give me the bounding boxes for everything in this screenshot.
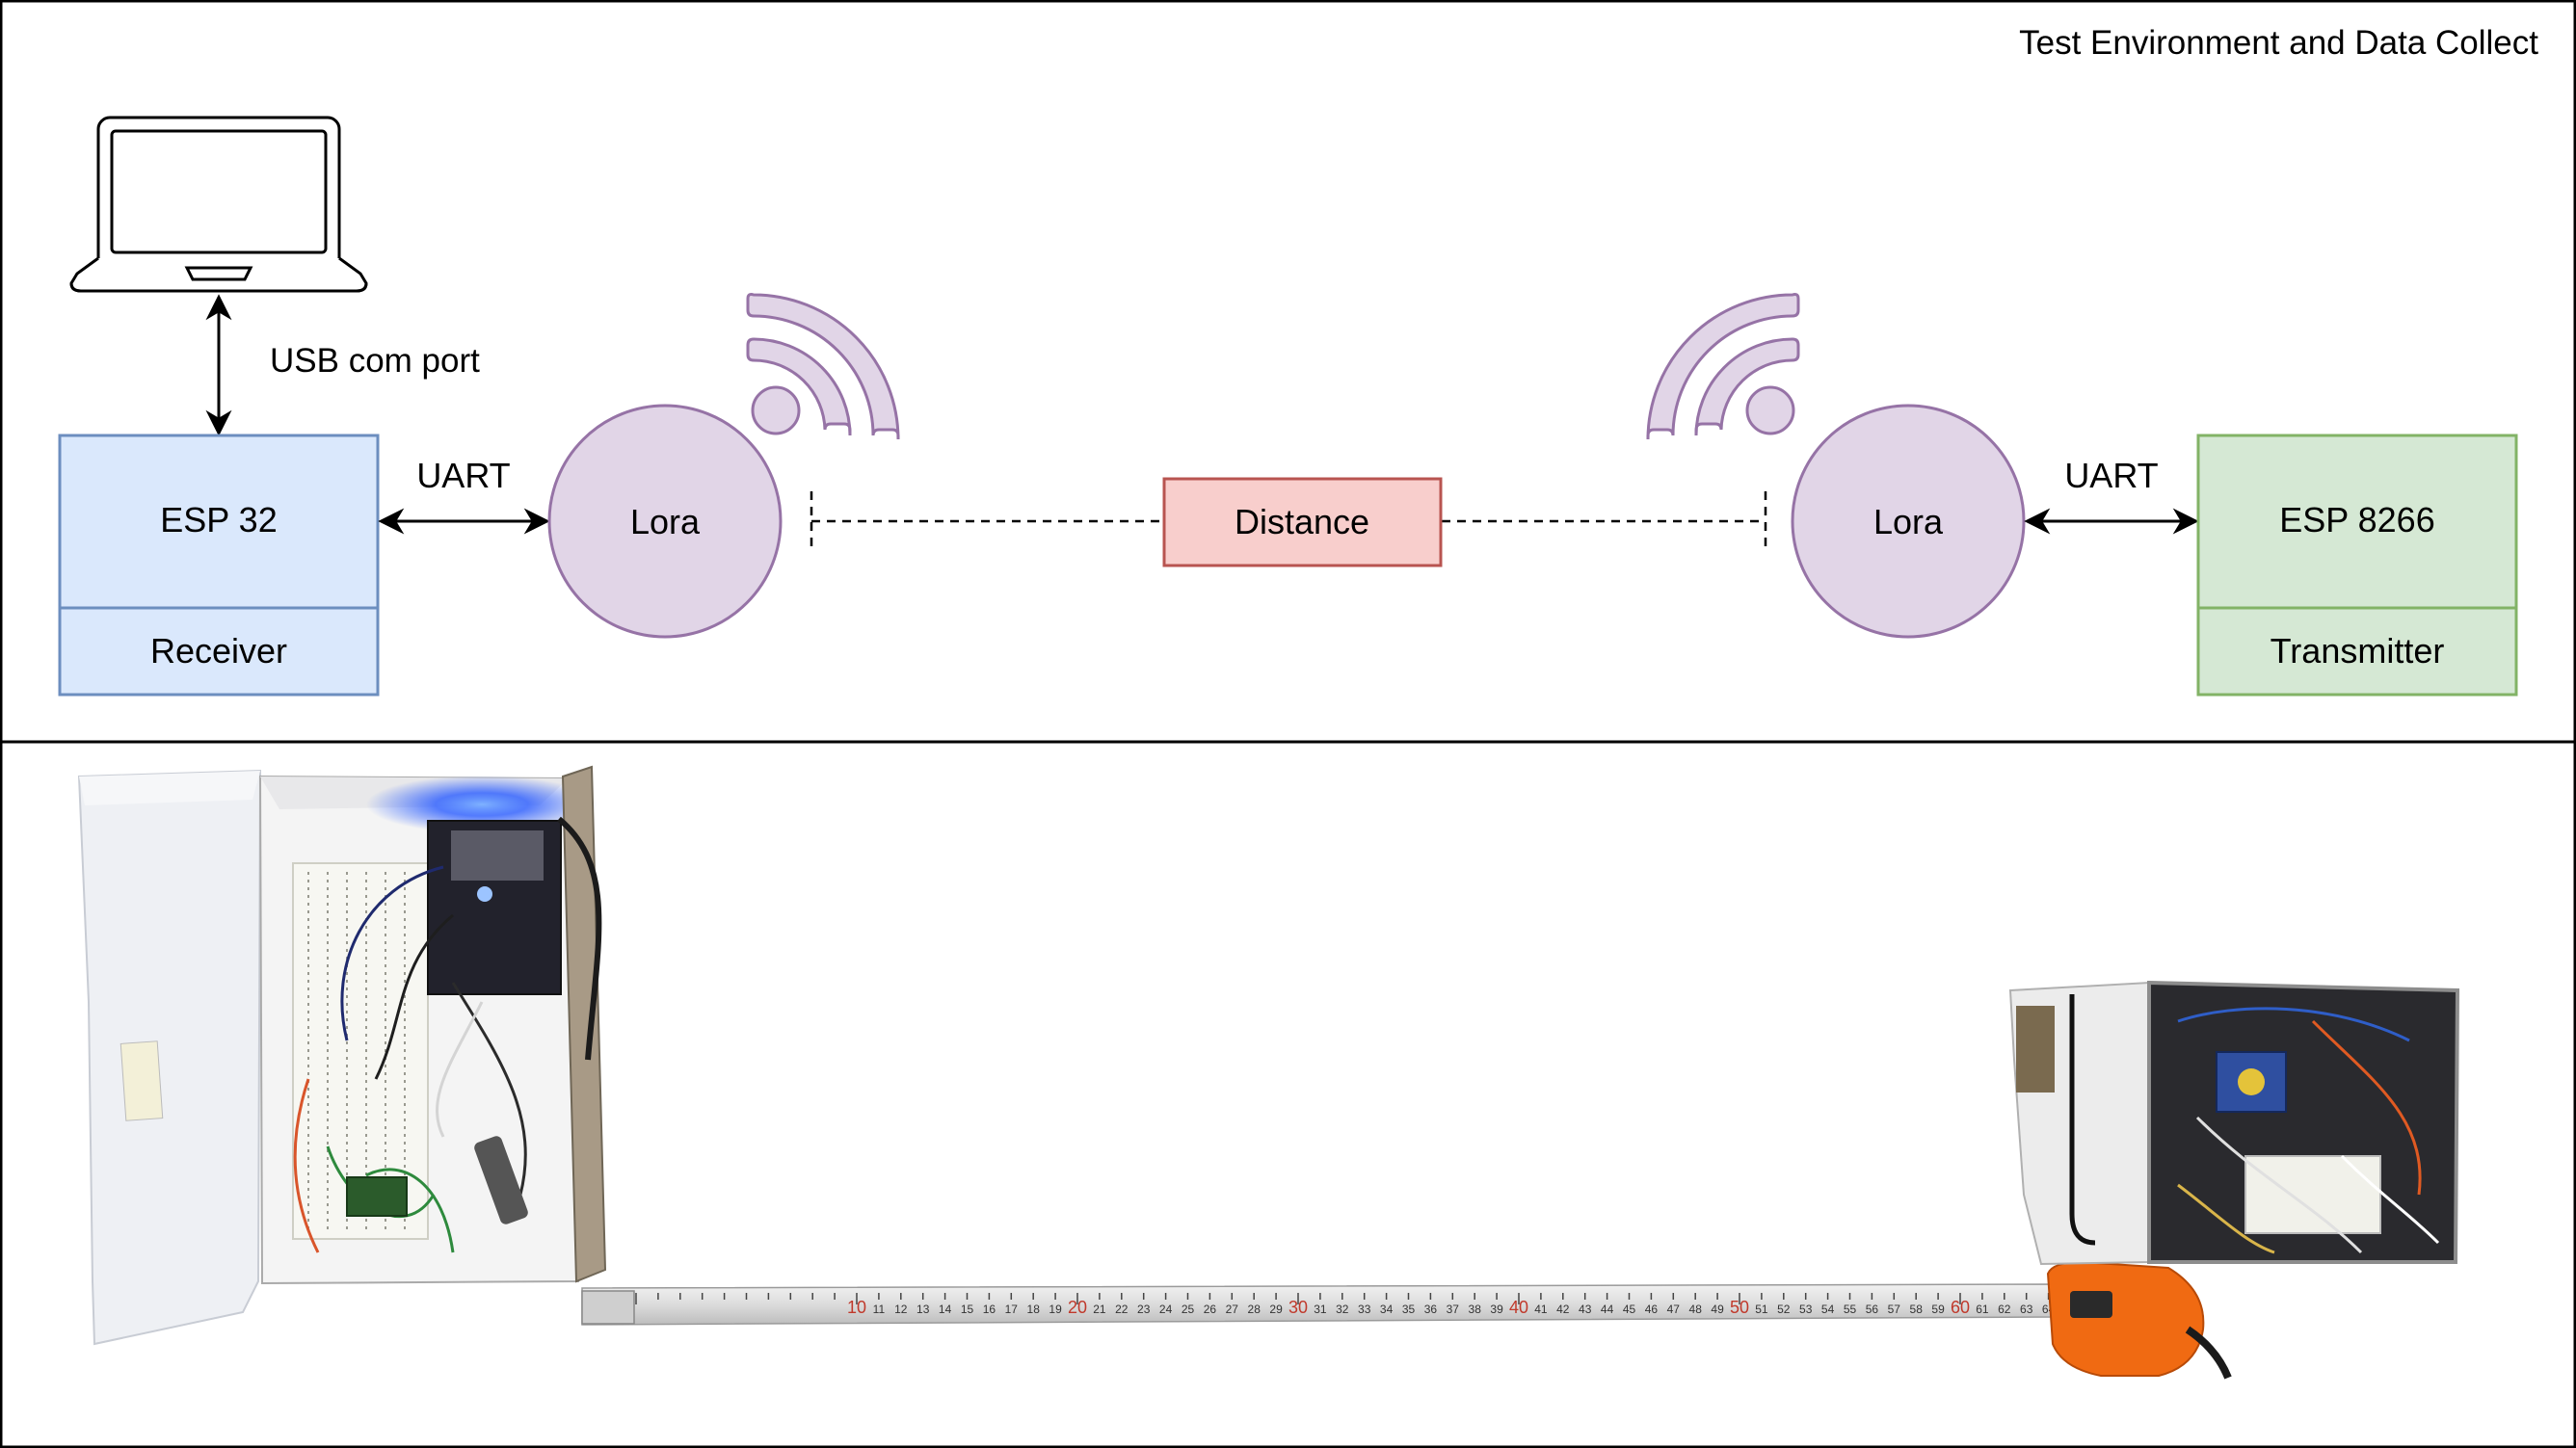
tape-label: 62: [1998, 1303, 2011, 1316]
tape-label: 19: [1049, 1303, 1062, 1316]
tape-label: 41: [1534, 1303, 1548, 1316]
lora-left-node: [547, 404, 783, 639]
tape-label: 18: [1027, 1303, 1041, 1316]
tape-label: 45: [1623, 1303, 1636, 1316]
tape-label: 12: [894, 1303, 908, 1316]
tape-label: 61: [1976, 1303, 1989, 1316]
tape-label: 58: [1910, 1303, 1924, 1316]
tape-label: 32: [1336, 1303, 1349, 1316]
tape-label: 46: [1645, 1303, 1659, 1316]
tape-label: 24: [1159, 1303, 1173, 1316]
tape-label: 34: [1380, 1303, 1394, 1316]
tape-label: 60: [1951, 1298, 1970, 1317]
transmitter-box: [2196, 434, 2518, 697]
tape-label: 52: [1777, 1303, 1791, 1316]
lora-right-node: [1791, 404, 2026, 639]
tape-label: 26: [1204, 1303, 1217, 1316]
tape-label: 31: [1314, 1303, 1327, 1316]
tape-label: 39: [1490, 1303, 1503, 1316]
transmitter-name: ESP 8266: [2279, 500, 2434, 540]
tape-label: 15: [961, 1303, 974, 1316]
tape-label: 44: [1601, 1303, 1614, 1316]
distance-label: Distance: [1235, 502, 1369, 541]
measuring-tape: 11 12 13 14 15 16 17 18 19 21 22 23 24 25 26 27 28 29 31 32…: [581, 1260, 2232, 1380]
tape-label: 42: [1556, 1303, 1570, 1316]
tape-label: 49: [1711, 1303, 1724, 1316]
tape-label: 50: [1730, 1298, 1749, 1317]
usb-label: USB com port: [270, 342, 480, 380]
wifi-signal-right-icon: [1646, 293, 1800, 440]
tape-label: 40: [1509, 1298, 1528, 1317]
lora-left-label: Lora: [630, 502, 701, 541]
distance-box: [1162, 477, 1443, 567]
laptop-icon: [69, 116, 368, 293]
receiver-name: ESP 32: [160, 500, 277, 540]
tape-label: 35: [1402, 1303, 1416, 1316]
uart-left-label: UART: [416, 456, 510, 495]
tape-label: 57: [1888, 1303, 1901, 1316]
tape-label: 63: [2020, 1303, 2033, 1316]
tape-label: 10: [847, 1298, 866, 1317]
tape-label: 29: [1269, 1303, 1283, 1316]
tape-label: 55: [1844, 1303, 1857, 1316]
tape-label: 51: [1755, 1303, 1768, 1316]
tape-label: 21: [1093, 1303, 1106, 1316]
tape-label: 54: [1821, 1303, 1835, 1316]
tape-label: 43: [1579, 1303, 1592, 1316]
tape-label: 30: [1288, 1298, 1308, 1317]
tape-label: 22: [1115, 1303, 1129, 1316]
figure-title: Test Environment and Data Collect: [2019, 24, 2538, 62]
tape-label: 17: [1005, 1303, 1019, 1316]
receiver-role: Receiver: [150, 631, 287, 671]
receiver-block: ESP 32 Receiver: [58, 434, 380, 697]
tape-label: 20: [1068, 1298, 1087, 1317]
tape-label: 27: [1226, 1303, 1239, 1316]
tape-label: 47: [1667, 1303, 1681, 1316]
receiver-box: [58, 434, 380, 697]
distance-measure: [810, 491, 1767, 551]
tape-label: 13: [916, 1303, 930, 1316]
tape-label: 53: [1799, 1303, 1813, 1316]
tape-label: 14: [939, 1303, 952, 1316]
tape-label: 56: [1866, 1303, 1879, 1316]
tape-label: 48: [1689, 1303, 1703, 1316]
receiver-enclosure-photo: [77, 765, 607, 1346]
transmitter-block: ESP 8266 Transmitter: [2196, 434, 2518, 697]
tape-label: 16: [983, 1303, 996, 1316]
transmitter-role: Transmitter: [2271, 631, 2445, 671]
tape-label: 11: [873, 1303, 886, 1316]
lora-right-label: Lora: [1873, 502, 1944, 541]
uart-right-label: UART: [2064, 456, 2158, 495]
wifi-signal-left-icon: [746, 293, 900, 440]
tape-label: 23: [1137, 1303, 1151, 1316]
tape-label: 37: [1447, 1303, 1460, 1316]
tape-label: 28: [1248, 1303, 1261, 1316]
tape-label: 36: [1424, 1303, 1438, 1316]
transmitter-enclosure-photo: [2008, 980, 2460, 1266]
tape-label: 59: [1931, 1303, 1945, 1316]
tape-label: 33: [1358, 1303, 1371, 1316]
photo-panel: 11 12 13 14 15 16 17 18 19 21 22 23 24 25 26 27 28 29 31 32…: [77, 765, 2460, 1380]
tape-label: 25: [1182, 1303, 1195, 1316]
tape-label: 38: [1469, 1303, 1482, 1316]
